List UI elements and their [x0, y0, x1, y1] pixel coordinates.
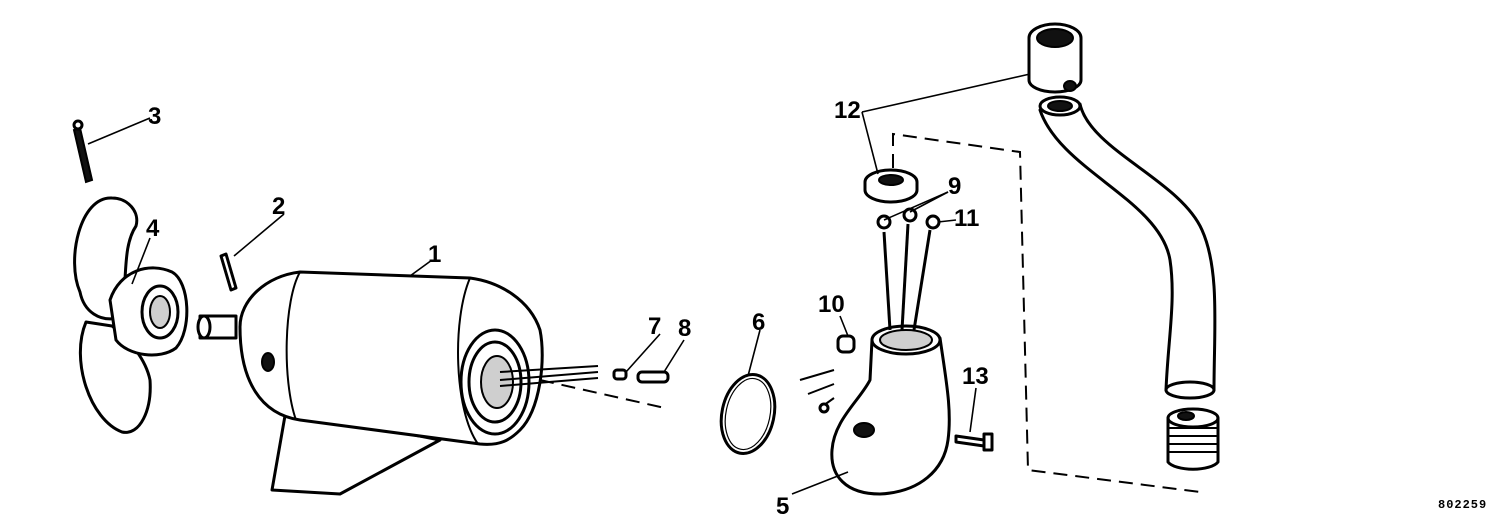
- part-cotter-pin: [72, 119, 94, 184]
- part-grommet: [863, 168, 919, 204]
- part-threaded-end: [1166, 407, 1220, 471]
- part-tube-coupling: [1027, 22, 1083, 94]
- callout-11: 11: [954, 205, 979, 232]
- part-motor: [196, 270, 599, 496]
- part-o-ring: [719, 373, 777, 455]
- callout-4: 4: [146, 215, 160, 242]
- callout-9: 9: [948, 173, 961, 200]
- callout-labels: 3 2 4 1 7 8 6 10 9 11 12 13 5: [146, 97, 989, 520]
- part-propeller: [73, 196, 189, 434]
- part-spacer-short: [612, 368, 628, 381]
- part-spacer-long: [636, 370, 670, 384]
- callout-5: 5: [776, 493, 789, 520]
- callout-12: 12: [834, 97, 861, 124]
- part-plug: [836, 334, 856, 354]
- callout-2: 2: [272, 193, 285, 220]
- part-terminals: [876, 207, 941, 331]
- drawing-number: 802259: [1438, 498, 1487, 512]
- callout-1: 1: [428, 241, 441, 268]
- part-screw: [954, 432, 994, 452]
- callout-3: 3: [148, 103, 161, 130]
- callout-7: 7: [648, 313, 661, 340]
- leader-lines: [87, 73, 1031, 495]
- part-tube: [1038, 95, 1217, 400]
- assembly-line-motor: [539, 379, 666, 409]
- part-motor-housing: [799, 324, 951, 496]
- callout-8: 8: [678, 315, 691, 342]
- callout-10: 10: [818, 291, 845, 318]
- assembly-line-tube: [892, 132, 1201, 493]
- part-drive-pin: [219, 252, 238, 292]
- callout-6: 6: [752, 309, 765, 336]
- callout-13: 13: [962, 363, 989, 390]
